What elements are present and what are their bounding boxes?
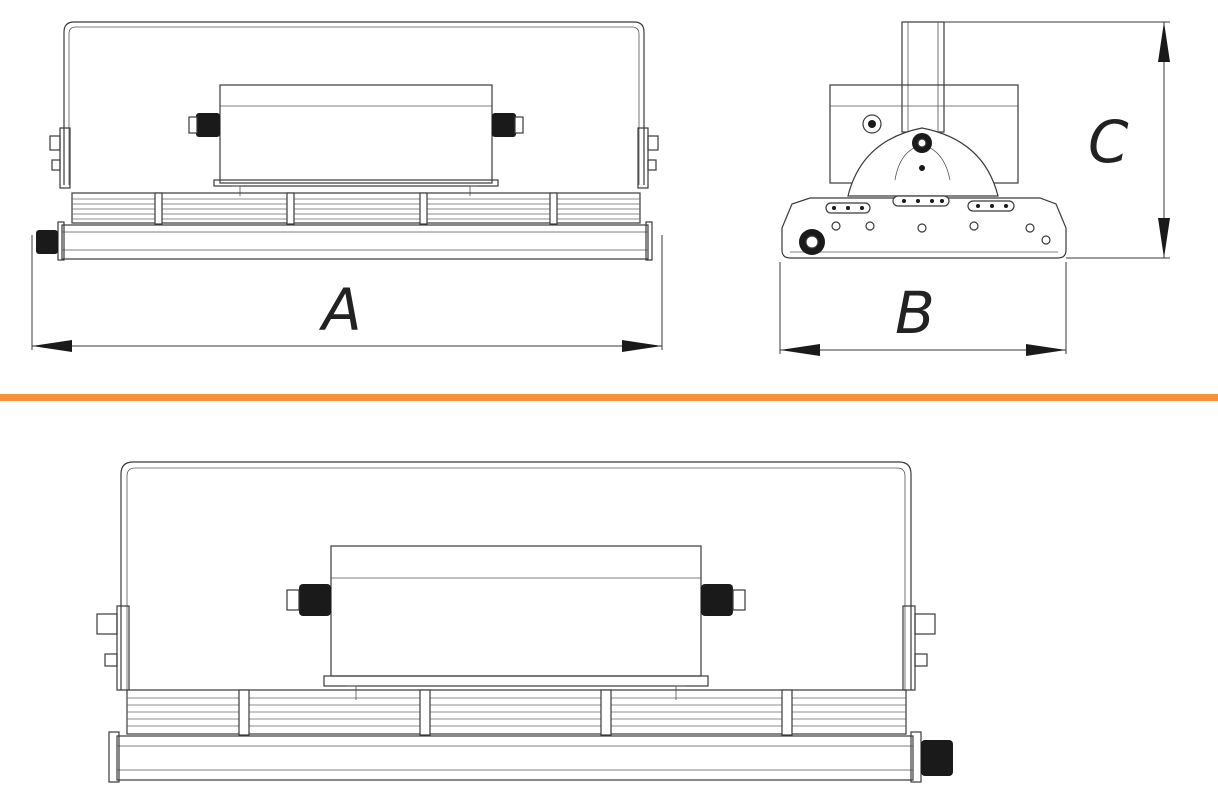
front-view (36, 21, 659, 261)
dimension-b: B (779, 262, 1067, 356)
side-view (781, 21, 1067, 259)
front-view-large (96, 461, 953, 783)
dimension-label-a: A (318, 276, 362, 344)
dimension-label-b: B (895, 279, 935, 347)
dimension-c: C (944, 21, 1170, 259)
dimension-a: A (31, 235, 663, 352)
dimension-label-c: C (1088, 108, 1129, 176)
orange-separator (0, 394, 1218, 401)
